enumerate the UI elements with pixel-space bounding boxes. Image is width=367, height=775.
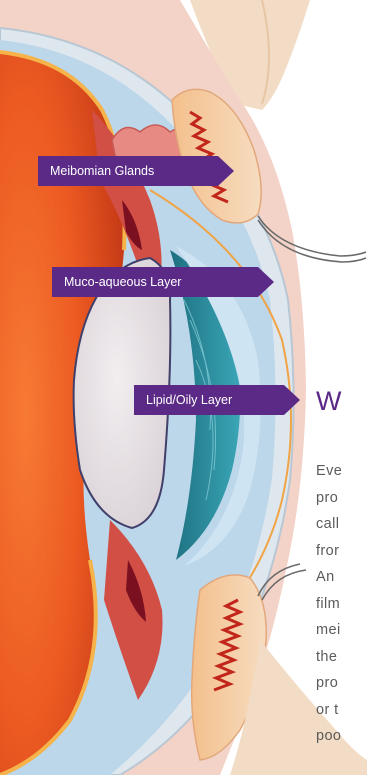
body-line: mei [316,617,367,644]
body-line: pro [316,485,367,512]
body-line: poo [316,723,367,750]
section-heading: W [316,386,342,417]
body-line: fror [316,538,367,565]
body-text: Eve pro call fror An film mei the pro or… [316,458,367,750]
label-muco-aqueous-layer: Muco-aqueous Layer [52,267,274,297]
body-line: Eve [316,458,367,485]
label-lipid-oily-layer: Lipid/Oily Layer [134,385,300,415]
body-line: An [316,564,367,591]
body-line: film [316,591,367,618]
label-meibomian-glands: Meibomian Glands [38,156,234,186]
body-line: or t [316,697,367,724]
body-line: call [316,511,367,538]
body-line: the [316,644,367,671]
body-line: pro [316,670,367,697]
